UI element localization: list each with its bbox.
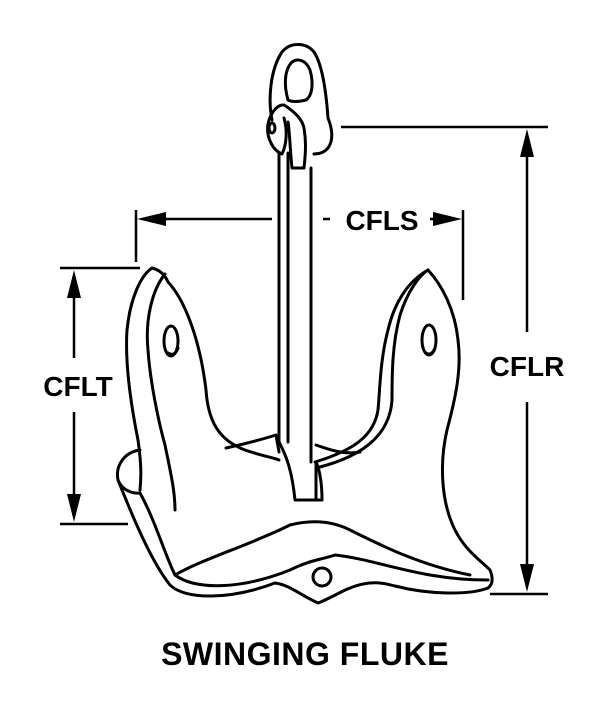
dimension-cflt: CFLT [43, 266, 140, 526]
right-fluke [313, 268, 494, 590]
diagram-title: SWINGING FLUKE [161, 636, 449, 672]
cflr-arrow-top [520, 129, 534, 157]
cflt-arrow-top [67, 270, 81, 298]
shank [277, 151, 324, 502]
right-web [314, 443, 362, 455]
crown [116, 478, 490, 605]
cfls-arrow-right [433, 212, 462, 226]
cfls-label: CFLS [345, 205, 418, 236]
left-web [224, 433, 281, 454]
cflt-label: CFLT [43, 371, 112, 402]
cflr-label: CFLR [490, 351, 565, 382]
crown-pin-hole [311, 566, 333, 588]
anchor-drawing [115, 43, 494, 605]
left-fluke [125, 266, 281, 512]
shackle [266, 43, 334, 170]
dimension-cflr: CFLR [341, 125, 565, 596]
cfls-arrow-left [137, 212, 166, 226]
cflt-arrow-bottom [67, 494, 81, 522]
dimension-cfls: CFLS [134, 205, 465, 300]
cflr-arrow-bottom [520, 564, 534, 592]
